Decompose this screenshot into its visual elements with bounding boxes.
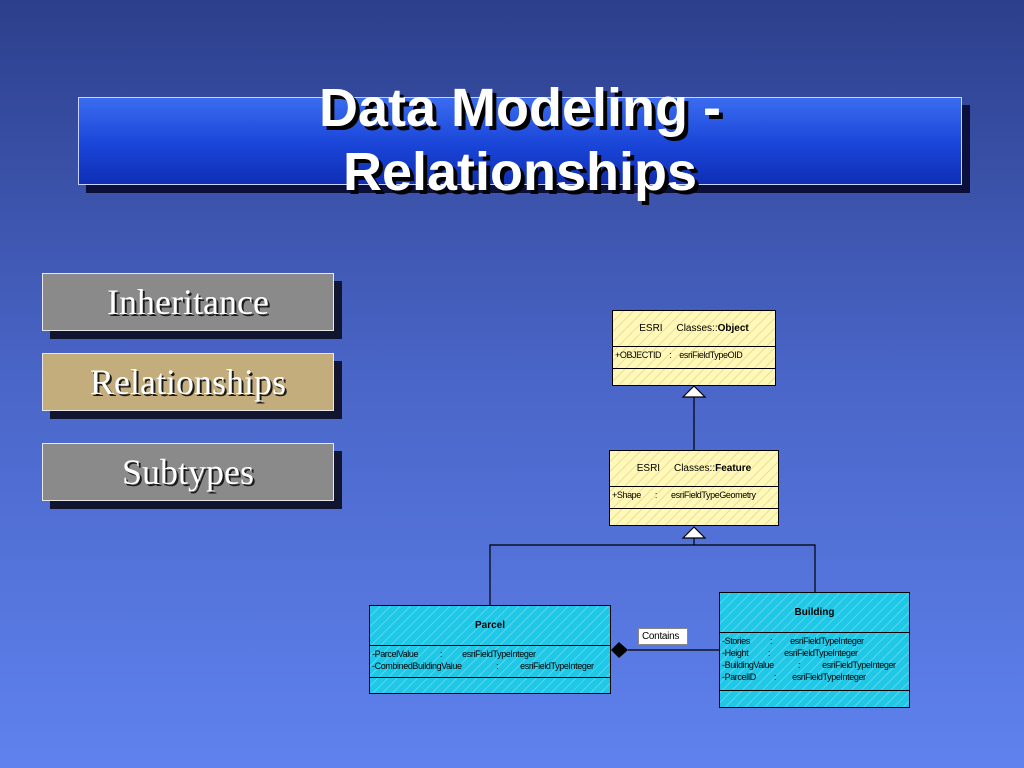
attribute-row: -Height : esriFieldTypeInteger (722, 647, 907, 659)
class-name: Building (794, 607, 835, 618)
slide-title: Data Modeling - Relationships (319, 78, 721, 202)
uml-class-parcel: Parcel -ParcelValue : esriFieldTypeInteg… (369, 605, 611, 694)
attribute-type: esriFieldTypeGeometry (671, 490, 756, 500)
attribute-type: esriFieldTypeInteger (784, 648, 858, 658)
class-attributes: +OBJECTID : esriFieldTypeOID (613, 347, 775, 369)
attribute-type: esriFieldTypeInteger (792, 672, 866, 682)
attribute-type: esriFieldTypeInteger (462, 649, 536, 659)
nav-button-relationships[interactable]: Relationships (42, 353, 334, 411)
attribute-row: -Stories : esriFieldTypeInteger (722, 635, 907, 647)
inheritance-line-parcel (489, 544, 694, 605)
inheritance-arrow-object (681, 385, 707, 398)
class-attributes: +Shape : esriFieldTypeGeometry (610, 487, 778, 509)
nav-button-label: Inheritance (107, 282, 269, 322)
attribute-separator: : (669, 350, 672, 360)
relationship-label: Contains (638, 628, 688, 645)
attribute-name: +OBJECTID (615, 350, 662, 360)
inheritance-line-building (694, 544, 816, 592)
attribute-name: -Stories (722, 636, 750, 646)
attribute-separator: : (798, 660, 801, 670)
class-attributes: -ParcelValue : esriFieldTypeInteger -Com… (370, 646, 610, 678)
uml-class-feature: ESRI Classes:: Feature +Shape : esriFiel… (609, 450, 779, 526)
class-header: Parcel (370, 606, 610, 646)
composition-diamond (611, 642, 628, 658)
attribute-type: esriFieldTypeInteger (790, 636, 864, 646)
attribute-name: -ParcelID (722, 672, 756, 682)
attribute-name: -BuildingValue (722, 660, 774, 670)
class-name: Object (717, 323, 749, 334)
title-banner (78, 97, 962, 185)
class-header: Building (720, 593, 909, 633)
uml-class-object: ESRI Classes:: Object +OBJECTID : esriFi… (612, 310, 776, 386)
class-name: Parcel (474, 620, 506, 631)
attribute-name: -Height (722, 648, 749, 658)
class-name: Feature (715, 463, 752, 474)
attribute-separator: : (774, 672, 777, 682)
attribute-name: -ParcelValue (372, 649, 419, 659)
attribute-separator: : (440, 649, 443, 659)
nav-button-subtypes[interactable]: Subtypes (42, 443, 334, 501)
attribute-row: +OBJECTID : esriFieldTypeOID (615, 349, 773, 361)
attribute-row: -CombinedBuildingValue : esriFieldTypeIn… (372, 660, 608, 672)
attribute-separator: : (770, 636, 773, 646)
attribute-name: +Shape (612, 490, 641, 500)
class-header: ESRI Classes:: Feature (610, 451, 778, 487)
nav-button-label: Relationships (90, 362, 286, 402)
attribute-name: -CombinedBuildingValue (372, 661, 462, 671)
attribute-row: -ParcelValue : esriFieldTypeInteger (372, 648, 608, 660)
attribute-type: esriFieldTypeInteger (520, 661, 594, 671)
class-stereotype: ESRI Classes:: (639, 323, 718, 334)
nav-button-label: Subtypes (121, 452, 254, 492)
attribute-separator: : (768, 648, 771, 658)
attribute-separator: : (654, 490, 658, 500)
attribute-type: esriFieldTypeOID (679, 350, 743, 360)
inheritance-arrow-feature (681, 526, 707, 539)
attribute-separator: : (496, 661, 499, 671)
attribute-type: esriFieldTypeInteger (822, 660, 896, 670)
attribute-row: +Shape : esriFieldTypeGeometry (612, 489, 776, 501)
attribute-row: -ParcelID : esriFieldTypeInteger (722, 671, 907, 683)
class-header: ESRI Classes:: Object (613, 311, 775, 347)
uml-class-building: Building -Stories : esriFieldTypeInteger… (719, 592, 910, 708)
class-stereotype: ESRI Classes:: (636, 463, 716, 474)
nav-button-inheritance[interactable]: Inheritance (42, 273, 334, 331)
class-attributes: -Stories : esriFieldTypeInteger -Height … (720, 633, 909, 691)
attribute-row: -BuildingValue : esriFieldTypeInteger (722, 659, 907, 671)
